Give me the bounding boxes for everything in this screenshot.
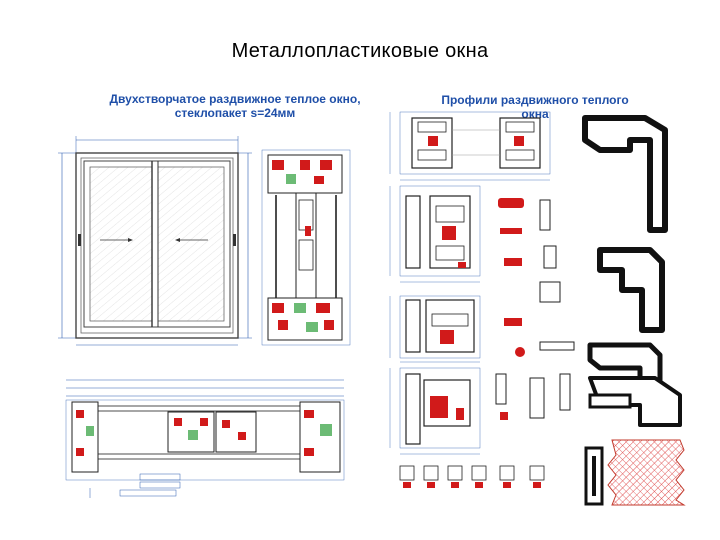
- small-profiles-group: [495, 198, 575, 420]
- window-elevation-drawing: [58, 136, 252, 346]
- horizontal-section-drawing: [65, 379, 345, 498]
- profile-section-3: [399, 295, 481, 359]
- left-title-line-2: стеклопакет s=24мм: [174, 106, 296, 120]
- bottom-small-parts: [399, 446, 604, 506]
- black-corner-profiles: [582, 115, 682, 427]
- left-title-line-1: Двухстворчатое раздвижное теплое окно,: [109, 92, 361, 106]
- vertical-section-drawing: [261, 149, 351, 346]
- profile-section-4: [399, 367, 481, 449]
- slide-title: Металлопластиковые окна: [231, 40, 489, 62]
- hatched-profile: [607, 439, 686, 506]
- profile-section-1: [399, 111, 551, 175]
- profile-section-2: [399, 185, 481, 277]
- profile-catalog-drawing: [389, 111, 686, 506]
- left-drawing-title: Двухстворчатое раздвижное теплое окно, с…: [100, 92, 370, 120]
